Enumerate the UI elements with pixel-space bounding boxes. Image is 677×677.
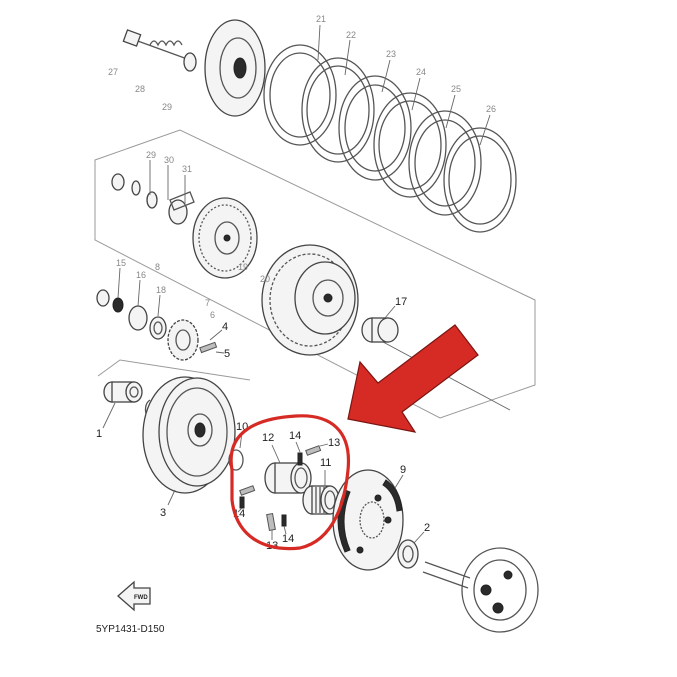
faint-callouts-upper-left: 29 30 31 (146, 150, 192, 205)
callout-12: 12 (262, 432, 274, 444)
callout-5: 5 (224, 348, 230, 360)
upper-small-parts (111, 173, 195, 225)
callout-11: 11 (320, 457, 331, 469)
highlight-arrow (347, 324, 479, 433)
bushing-part-1: 1 (96, 381, 143, 440)
callout-31: 30 (164, 155, 174, 165)
callout-7: 7 (205, 298, 210, 308)
clutch-housing-part-3: 3 (142, 376, 236, 519)
callout-19: 19 (238, 262, 248, 272)
sleeve-part-17: 17 (361, 296, 407, 343)
clutch-boss (261, 244, 359, 356)
callout-9: 9 (400, 464, 406, 476)
callout-4: 4 (222, 321, 228, 333)
callout-3: 3 (160, 507, 166, 519)
small-gear (167, 319, 199, 361)
crankshaft-end (422, 547, 539, 633)
one-way-clutch-assembly: 12 13 13 14 14 14 11 (233, 430, 340, 552)
callout-26: 26 (486, 104, 496, 114)
key-part-4-5: 5 4 (199, 321, 230, 360)
callout-14-bottom: 14 (282, 533, 294, 545)
callout-30: 29 (146, 150, 156, 160)
callout-1: 1 (96, 428, 102, 440)
callout-17: 17 (395, 296, 407, 308)
faint-callouts-top: 21 22 23 24 25 26 27 28 29 (108, 14, 496, 146)
primary-driven-gear (192, 197, 258, 279)
highlight-circle (229, 414, 351, 551)
callout-20: 20 (260, 274, 270, 284)
callout-13-top: 13 (328, 437, 340, 449)
callout-2: 2 (424, 522, 430, 534)
drawing-code: 5YP1431-D150 (96, 624, 165, 635)
faint-callouts-washers: 15 16 18 19 20 (116, 258, 270, 317)
callout-15: 15 (116, 258, 126, 268)
bolt-spring-group (122, 29, 197, 72)
washer-part-2: 2 (397, 522, 430, 569)
callout-28: 28 (135, 84, 145, 94)
callout-21: 21 (316, 14, 326, 24)
callout-23: 23 (386, 49, 396, 59)
callout-25: 25 (451, 84, 461, 94)
upper-group-frame (94, 129, 536, 419)
callout-18: 18 (156, 285, 166, 295)
callout-6: 6 (210, 310, 215, 320)
clutch-plate-stack (263, 44, 517, 233)
fwd-label: FWD (134, 595, 148, 601)
callout-24: 24 (416, 67, 426, 77)
callout-14-top: 14 (289, 430, 301, 442)
callout-16: 16 (136, 270, 146, 280)
fwd-arrow: FWD (117, 580, 151, 612)
clutch-carrier-part-9: 9 (332, 464, 406, 571)
middle-group-frame (97, 359, 251, 381)
faint-callouts-gear: 6 7 8 (155, 262, 215, 320)
callout-8: 8 (155, 262, 160, 272)
callout-27: 27 (108, 67, 118, 77)
washer-stack (96, 289, 167, 340)
pressure-plate (204, 19, 266, 117)
callout-32: 31 (182, 164, 192, 174)
callout-22: 22 (346, 30, 356, 40)
callout-29: 29 (162, 102, 172, 112)
